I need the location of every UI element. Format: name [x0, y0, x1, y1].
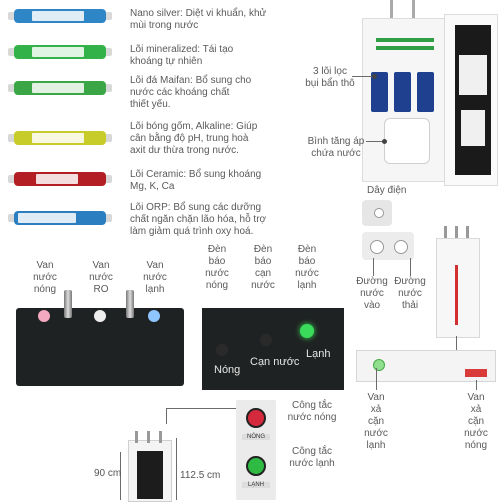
- cabinet-housings: [371, 66, 437, 112]
- drain-valve-panel: [356, 350, 496, 382]
- empty-indicator-light: [260, 334, 272, 346]
- light-empty-label: Đèn báo cạn nước: [251, 244, 275, 291]
- filter-mineralized: [8, 45, 112, 59]
- filter-orp: [8, 211, 112, 225]
- inlet-label: Đường nước vào: [356, 276, 388, 311]
- drain-valve-cold-label: Van xả cặn nước lạnh: [364, 392, 388, 451]
- dimension-height-b: 112.5 cm: [180, 470, 221, 481]
- front-unit: [128, 431, 172, 502]
- filter-maifan: [8, 81, 112, 95]
- drain-valve-hot-label: Van xả cặn nước nóng: [464, 392, 488, 451]
- hot-tap-knob[interactable]: [38, 310, 50, 322]
- cabinet-door: [444, 14, 498, 186]
- valve-ro-label: Van nước RO: [89, 260, 113, 295]
- inlet-outlet-detail: [362, 232, 414, 260]
- pressure-tank-label: Bình tăng áp chứa nước: [307, 136, 365, 159]
- filter-alkaline-desc: Lõi bóng gốm, Alkaline: Giúp cân bằng độ…: [130, 121, 258, 156]
- ro-tap-knob[interactable]: [94, 310, 106, 322]
- pressure-tank: [384, 118, 430, 164]
- faucet-panel: [16, 290, 184, 386]
- valve-hot-label: Van nước nóng: [33, 260, 57, 295]
- filter-maifan-desc: Lõi đá Maifan: Bổ sung cho nước các khoá…: [130, 75, 252, 110]
- dimension-height-a: 90 cm: [94, 468, 122, 479]
- hot-switch-text: NÓNG: [242, 434, 270, 440]
- indicator-panel: Nóng Cạn nước Lạnh: [202, 308, 344, 390]
- hot-switch-label: Công tắc nước nóng: [287, 400, 337, 423]
- hot-switch-button[interactable]: [246, 408, 266, 428]
- filter-ceramic-desc: Lõi Ceramic: Bổ sung khoáng Mg, K, Ca: [130, 169, 262, 192]
- cabinet-faucets: [388, 0, 428, 22]
- filter-nano-silver: [8, 9, 112, 23]
- power-cord-label: Dây điện: [367, 185, 407, 196]
- waste-label: Đường nước thải: [394, 276, 426, 311]
- power-cord-detail: [362, 200, 392, 226]
- cabinet-filters-label: 3 lõi lọc bụi bẩn thô: [305, 66, 355, 89]
- panel-hot-text: Nóng: [214, 364, 241, 376]
- filter-ceramic: [8, 172, 112, 186]
- cold-switch-button[interactable]: [246, 456, 266, 476]
- cold-switch-text: LẠNH: [242, 482, 270, 488]
- cold-switch-label: Công tắc nước lạnh: [289, 446, 335, 469]
- cold-indicator-light: [300, 324, 314, 338]
- filter-alkaline: [8, 131, 112, 145]
- cold-tap-knob[interactable]: [148, 310, 160, 322]
- light-hot-label: Đèn báo nước nóng: [205, 244, 229, 291]
- filter-mineralized-desc: Lõi mineralized: Tái tạo khoáng tự nhiên: [130, 44, 234, 67]
- panel-empty-text: Cạn nước: [250, 356, 300, 368]
- light-cold-label: Đèn báo nước lạnh: [295, 244, 319, 291]
- filter-nano-silver-desc: Nano silver: Diệt vi khuẩn, khử mùi tron…: [130, 8, 267, 31]
- cabinet-filters: [376, 34, 434, 56]
- hot-indicator-light: [216, 344, 228, 356]
- switch-panel: NÓNG LẠNH: [236, 400, 276, 500]
- back-unit-body: [436, 238, 480, 338]
- back-unit-taps: [442, 226, 472, 240]
- filter-orp-desc: Lõi ORP: Bổ sung các dưỡng chất ngăn chặ…: [130, 202, 267, 237]
- panel-cold-text: Lạnh: [306, 348, 331, 360]
- valve-cold-label: Van nước lạnh: [143, 260, 167, 295]
